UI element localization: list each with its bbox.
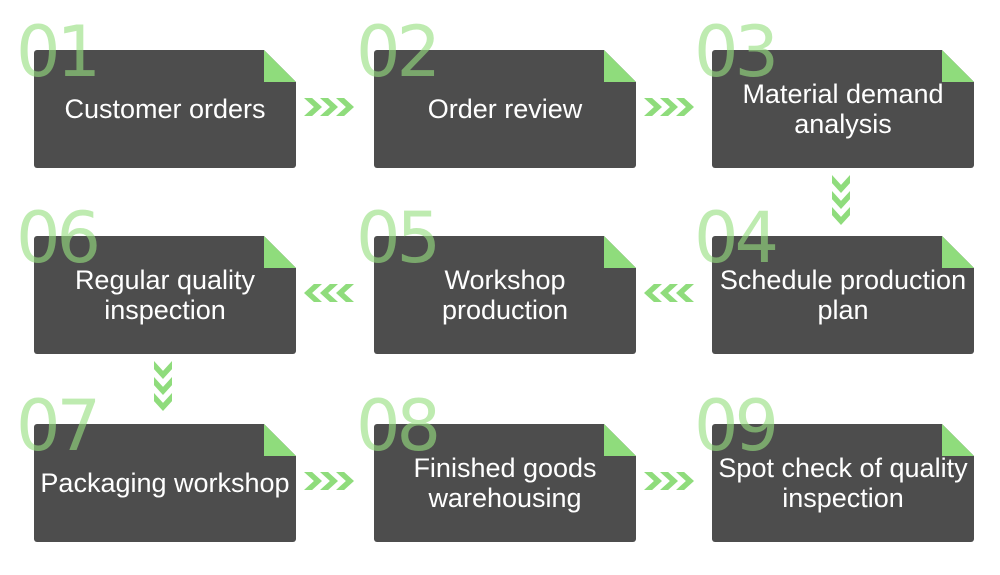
step-card (34, 236, 296, 354)
step-card (34, 424, 296, 542)
step-01: 01 Customer orders (16, 12, 296, 168)
step-number: 01 (16, 11, 101, 93)
step-number: 07 (16, 385, 101, 467)
step-label: Material demand analysis (742, 79, 944, 139)
step-card (374, 50, 636, 168)
step-label: Regular quality inspection (74, 265, 256, 325)
step-label: Finished goods warehousing (413, 453, 597, 513)
step-label: Customer orders (64, 94, 266, 124)
step-number: 09 (694, 385, 779, 467)
arrow-right-icon (644, 98, 701, 120)
step-card (712, 50, 974, 168)
step-08: 08 Finished goods warehousing (356, 386, 636, 542)
step-card (374, 236, 636, 354)
arrow-right-icon (304, 472, 361, 494)
step-label: Schedule production plan (719, 265, 967, 325)
step-number: 08 (356, 385, 441, 467)
arrow-left-icon (644, 284, 701, 306)
step-label: Workshop production (441, 265, 569, 325)
arrow-right-icon (644, 472, 701, 494)
step-label: Spot check of quality inspection (718, 453, 968, 513)
step-number: 02 (356, 11, 441, 93)
step-06: 06 Regular quality inspection (16, 198, 296, 354)
step-09: 09 Spot check of quality inspection (694, 386, 974, 542)
step-label: Packaging workshop (40, 468, 290, 498)
step-number: 03 (694, 11, 779, 93)
step-02: 02 Order review (356, 12, 636, 168)
step-label: Order review (427, 94, 583, 124)
step-number: 05 (356, 197, 441, 279)
arrow-down-icon (832, 175, 854, 232)
arrow-left-icon (304, 284, 361, 306)
step-card (34, 50, 296, 168)
step-card (712, 424, 974, 542)
step-07: 07 Packaging workshop (16, 386, 296, 542)
arrow-down-icon (154, 361, 176, 418)
step-05: 05 Workshop production (356, 198, 636, 354)
step-card (712, 236, 974, 354)
step-number: 06 (16, 197, 101, 279)
step-04: 04 Schedule production plan (694, 198, 974, 354)
arrow-right-icon (304, 98, 361, 120)
step-03: 03 Material demand analysis (694, 12, 974, 168)
step-card (374, 424, 636, 542)
step-number: 04 (694, 197, 779, 279)
